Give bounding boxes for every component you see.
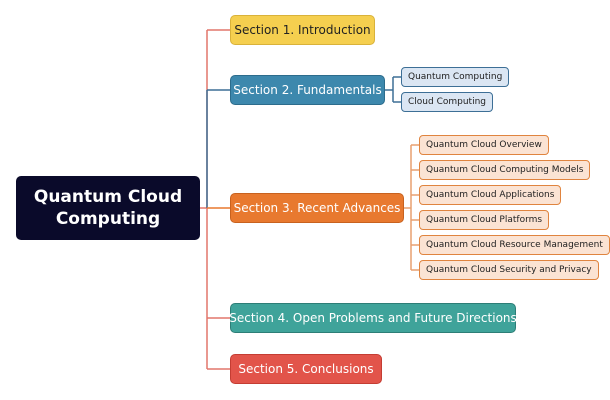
section-4-node[interactable]: Section 4. Open Problems and Future Dire… <box>229 303 517 333</box>
section-3-node[interactable]: Section 3. Recent Advances <box>230 193 404 223</box>
subtopic-node[interactable]: Quantum Cloud Platforms <box>419 210 550 230</box>
subtopic-node[interactable]: Quantum Cloud Resource Management <box>419 235 610 255</box>
section-1-node[interactable]: Section 1. Introduction <box>230 15 375 45</box>
subtopic-label: Quantum Cloud Applications <box>426 190 555 200</box>
subtopic-node[interactable]: Quantum Cloud Security and Privacy <box>419 260 599 280</box>
section-2-label: Section 2. Fundamentals <box>233 83 382 97</box>
section-4-label: Section 4. Open Problems and Future Dire… <box>229 311 517 325</box>
section-5-node[interactable]: Section 5. Conclusions <box>230 354 382 384</box>
subtopic-label: Quantum Cloud Platforms <box>426 215 543 225</box>
section-5-label: Section 5. Conclusions <box>238 362 374 376</box>
subtopic-label: Quantum Cloud Overview <box>426 140 542 150</box>
subtopic-label: Quantum Cloud Computing Models <box>426 165 584 175</box>
subtopic-node[interactable]: Cloud Computing <box>401 92 493 112</box>
root-node[interactable]: Quantum Cloud Computing <box>16 176 200 240</box>
subtopic-node[interactable]: Quantum Cloud Applications <box>419 185 562 205</box>
subtopic-label: Quantum Cloud Resource Management <box>426 240 603 250</box>
section-2-node[interactable]: Section 2. Fundamentals <box>230 75 385 105</box>
subtopic-node[interactable]: Quantum Computing <box>401 67 510 87</box>
subtopic-label: Quantum Cloud Security and Privacy <box>426 265 592 275</box>
section-1-label: Section 1. Introduction <box>234 23 371 37</box>
section-3-label: Section 3. Recent Advances <box>233 201 401 215</box>
subtopic-node[interactable]: Quantum Cloud Computing Models <box>419 160 591 180</box>
subtopic-label: Cloud Computing <box>408 97 486 107</box>
subtopic-node[interactable]: Quantum Cloud Overview <box>419 135 549 155</box>
root-title: Quantum Cloud Computing <box>33 187 183 229</box>
subtopic-label: Quantum Computing <box>408 72 503 82</box>
